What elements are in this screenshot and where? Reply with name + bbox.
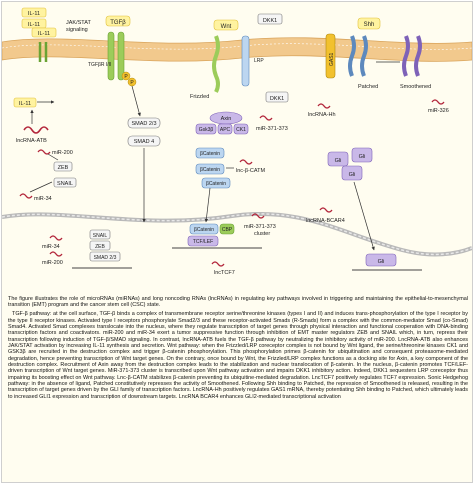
- snail-label: SNAIL: [57, 181, 73, 187]
- hedgehog-pathway: Shh GAS1 Patched Smoothened lncRNA-Hh mi…: [306, 17, 449, 271]
- dkk1-top-label: DKK1: [263, 18, 277, 24]
- tgf-nuclear: SNAIL ZEB SMAD 2/3 miR-34 miR-200: [42, 148, 146, 269]
- cbp-label: CBP: [222, 227, 233, 233]
- shh-label: Shh: [364, 22, 375, 28]
- mir326-label: miR-326: [428, 108, 449, 114]
- zeb-label: ZEB: [58, 165, 69, 171]
- lncrna-hh-label: lncRNA-Hh: [308, 112, 336, 118]
- gli-a-label: Gli: [335, 158, 342, 164]
- ck1-label: CK1: [236, 127, 246, 133]
- axin-label: Axin: [221, 116, 232, 122]
- il11-inside: IL-11: [13, 97, 55, 108]
- smoothened-label: Smoothened: [400, 84, 431, 90]
- il11-label-a: IL-11: [28, 11, 40, 17]
- tgfb-receptor: TGFβ TGFβR I/II P P: [88, 15, 137, 87]
- bcatenin-c-label: βCatenin: [206, 181, 226, 187]
- il11-label-c: IL-11: [38, 31, 50, 37]
- gli-d-label: Gli: [378, 259, 385, 265]
- lncrna-atb-label: lncRNA-ATB: [16, 138, 47, 144]
- frizzled-label: Frizzled: [190, 94, 209, 100]
- lrp-label: LRP: [254, 58, 264, 64]
- il11-label-d: IL-11: [19, 101, 31, 107]
- caption-intro: The figure illustrates the role of micro…: [8, 296, 468, 309]
- cell-membrane: [2, 37, 472, 62]
- bcatenin-d-label: βCatenin: [194, 227, 214, 233]
- nuclear-envelope: [2, 211, 472, 257]
- svg-text:P: P: [130, 80, 134, 86]
- tcf-label: TCF/LEF: [193, 239, 213, 245]
- emt-regulators: miR-200 ZEB SNAIL miR-34: [19, 149, 77, 202]
- tgfb-receptor-label: TGFβR I/II: [88, 62, 111, 68]
- bcatenin-a-label: βCatenin: [200, 151, 220, 157]
- wnt-pathway: Wnt DKK1 LRP Frizzled DKK1 Axin Gsk3β AP…: [172, 13, 289, 276]
- wnt-label: Wnt: [221, 24, 232, 30]
- gli-b-label: Gli: [359, 154, 366, 160]
- mir200-b-label: miR-200: [42, 260, 63, 266]
- gsk3b-label: Gsk3β: [199, 127, 214, 133]
- tgfb-label: TGFβ: [110, 20, 126, 26]
- smad23-label: SMAD 2/3: [131, 121, 156, 127]
- zeb-box-label: ZEB: [95, 244, 105, 250]
- lncrna-bcar4-label: lncRNA-BCAR4: [306, 218, 345, 224]
- mir34-b-label: miR-34: [42, 244, 60, 250]
- smad-complex: SMAD 2/3 SMAD 4: [127, 85, 161, 147]
- gli-c-label: Gli: [349, 172, 356, 178]
- dkk1-mid-label: DKK1: [270, 96, 284, 102]
- caption-body: TGF-β pathway: at the cell surface, TGF-…: [8, 311, 468, 400]
- phospho-label: P: [124, 74, 128, 80]
- gas1-label: GAS1: [329, 52, 335, 66]
- patched-label: Patched: [358, 84, 378, 90]
- snai-box-label: SNAIL: [93, 233, 108, 239]
- smad-box-label: SMAD 2/3: [94, 255, 117, 261]
- lncrna-atb: lncRNA-ATB: [16, 109, 49, 144]
- figure-caption: The figure illustrates the role of micro…: [8, 296, 468, 403]
- mir371-label: miR-371-373: [256, 126, 288, 132]
- lncbcatm-label: lnc-β-CATM: [236, 168, 265, 174]
- apc-label: APC: [220, 127, 231, 133]
- smad4-label: SMAD 4: [134, 139, 154, 145]
- lnctcf7-label: lncTCF7: [214, 270, 235, 276]
- mir200-label: miR-200: [52, 150, 73, 156]
- il11-label-b: IL-11: [28, 22, 40, 28]
- mir34-label: miR-34: [34, 196, 52, 202]
- bcatenin-b-label: βCatenin: [200, 167, 220, 173]
